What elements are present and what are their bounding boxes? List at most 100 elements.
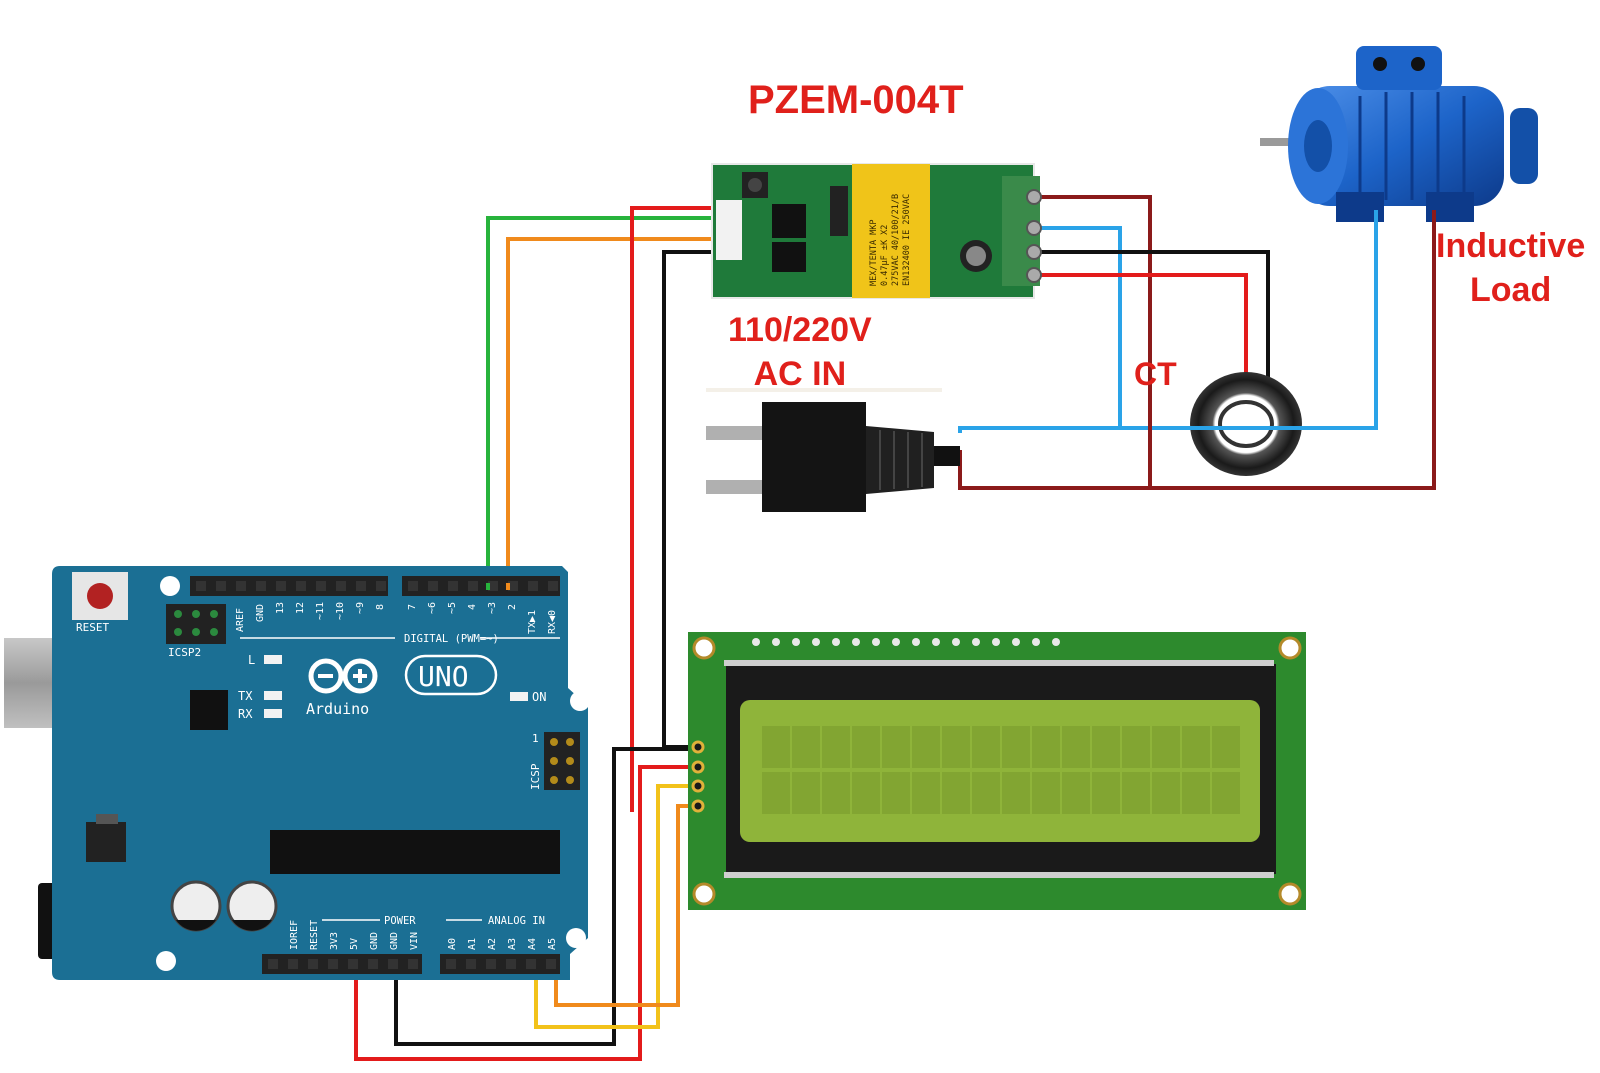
arduino-wire-ends [486, 583, 510, 590]
pin-label-9: ~9 [355, 602, 366, 614]
pin-label-vin: VIN [409, 932, 420, 950]
pin-label-gnd1: GND [369, 932, 380, 950]
arduino-uno-board: RESET ICSP2 AREF GND 13 12 ~11 ~10 ~9 8 … [4, 566, 590, 980]
mount-hole [160, 576, 180, 596]
wire-red-pzem-5v [630, 206, 712, 812]
load-label-line2: Load [1470, 271, 1552, 309]
motor-shaft [1260, 138, 1296, 146]
digital-header-pins [196, 581, 558, 591]
wire-darkred-line [958, 210, 1436, 490]
cap-text-2: 275VAC 40/100/21/B [891, 194, 901, 286]
lcd-16x2-display [688, 632, 1306, 910]
wire-green-d3 [486, 216, 712, 583]
cap-text-0: MEX/TENTA MKP [869, 219, 879, 286]
digital-label: DIGITAL (PWM=~) [404, 633, 499, 645]
logo-uno: UNO [418, 660, 469, 693]
wires [354, 195, 1436, 1061]
pin-label-2: 2 [507, 604, 518, 610]
pin-label-3v3: 3V3 [329, 932, 340, 950]
wire-orange-d2 [506, 237, 712, 583]
lcd-char-cells [762, 726, 1240, 814]
pin-label-7: 7 [407, 604, 418, 610]
digital-header-low [402, 576, 560, 596]
pin-label-12: 12 [295, 602, 306, 614]
icsp-header [544, 732, 580, 790]
logo-brand: Arduino [306, 700, 369, 718]
icsp-label: ICSP [529, 763, 542, 790]
load-label: Inductive Load [1436, 224, 1585, 312]
wire-orange-lcd-scl [554, 804, 698, 1007]
pzem-ttl-connector [716, 200, 742, 260]
pin-label-gnd2: GND [389, 932, 400, 950]
pin-label-a1: A1 [467, 938, 478, 950]
power-label: POWER [384, 915, 416, 927]
capacitor-text: MEX/TENTA MKP 0.47μF ±K X2 275VAC 40/100… [869, 194, 912, 286]
analog-in-label: ANALOG IN [488, 915, 545, 927]
power-pin-labels: IOREF RESET 3V3 5V GND GND VIN A0 A1 A2 … [289, 920, 558, 950]
power-header [262, 954, 422, 974]
wire-red-lcd-vcc [354, 765, 698, 1061]
wire-blue-pzem-v [1040, 226, 1122, 428]
pin-label-a4: A4 [527, 938, 538, 950]
pin-label-5: ~5 [447, 602, 458, 614]
icsp2-label: ICSP2 [168, 646, 201, 659]
reset-button-cap[interactable] [87, 583, 113, 609]
wire-black-ct [1040, 250, 1270, 408]
led-tx-label: TX [238, 689, 253, 703]
mount-hole [156, 951, 176, 971]
motor-fins [1358, 92, 1466, 200]
pzem-ic [830, 186, 848, 236]
digital-pin-labels: AREF GND 13 12 ~11 ~10 ~9 8 7 ~6 ~5 4 ~3… [235, 602, 558, 634]
pin-label-gnd: GND [255, 604, 266, 622]
reset-label: RESET [76, 621, 109, 634]
pin-label-0: RX◀0 [547, 610, 558, 634]
ct-label: CT [1134, 356, 1177, 392]
motor-leads [1374, 210, 1436, 230]
ac-plug [706, 388, 960, 512]
led-tx [264, 691, 282, 700]
wire-black-lcd-gnd [394, 747, 698, 1046]
plug-prong [706, 426, 764, 440]
load-label-line1: Inductive [1436, 227, 1586, 265]
pin-label-a2: A2 [487, 938, 498, 950]
lcd-i2c-pins [691, 740, 705, 813]
led-rx [264, 709, 282, 718]
led-on [510, 692, 528, 701]
led-l-label: L [248, 653, 255, 667]
icsp2-header [166, 604, 226, 644]
bottom-header-pins [268, 959, 556, 969]
pin-label-1: TX▶1 [527, 610, 538, 634]
motor-body [1300, 86, 1504, 206]
pin-label-a0: A0 [447, 938, 458, 950]
wire-blue-neutral [958, 210, 1378, 433]
led-rx-label: RX [238, 707, 253, 721]
plug-ribs [879, 430, 923, 490]
wire-yellow-lcd-sda [534, 784, 698, 1029]
pin-label-reset: RESET [309, 920, 320, 950]
plug-strain-relief [866, 426, 934, 494]
analog-header [440, 954, 560, 974]
pin-label-a5: A5 [547, 938, 558, 950]
current-transformer [1190, 372, 1302, 476]
pin-label-6: ~6 [427, 602, 438, 614]
motor-terminal-box [1356, 46, 1442, 90]
pin-label-a3: A3 [507, 938, 518, 950]
plug-prong [706, 480, 764, 494]
cap-text-3: EN132400 IE 250VAC [902, 194, 912, 286]
led-on-label: ON [532, 690, 546, 704]
optocoupler [772, 204, 806, 238]
usb-chip [190, 690, 228, 730]
voltage-regulator [86, 822, 126, 862]
pin-label-3: ~3 [487, 602, 498, 614]
ac-in-text: AC IN [753, 355, 847, 393]
lcd-screen [740, 700, 1260, 842]
pzem-title: PZEM-004T [748, 78, 964, 122]
wire-red-ct [1040, 273, 1248, 380]
wire-darkred-pzem-v [1040, 195, 1152, 488]
led-l [264, 655, 282, 664]
pin-label-8: 8 [375, 604, 386, 610]
pin-label-11: ~11 [315, 602, 326, 620]
x2-capacitor [852, 164, 930, 298]
pin-label-ioref: IOREF [289, 920, 300, 950]
